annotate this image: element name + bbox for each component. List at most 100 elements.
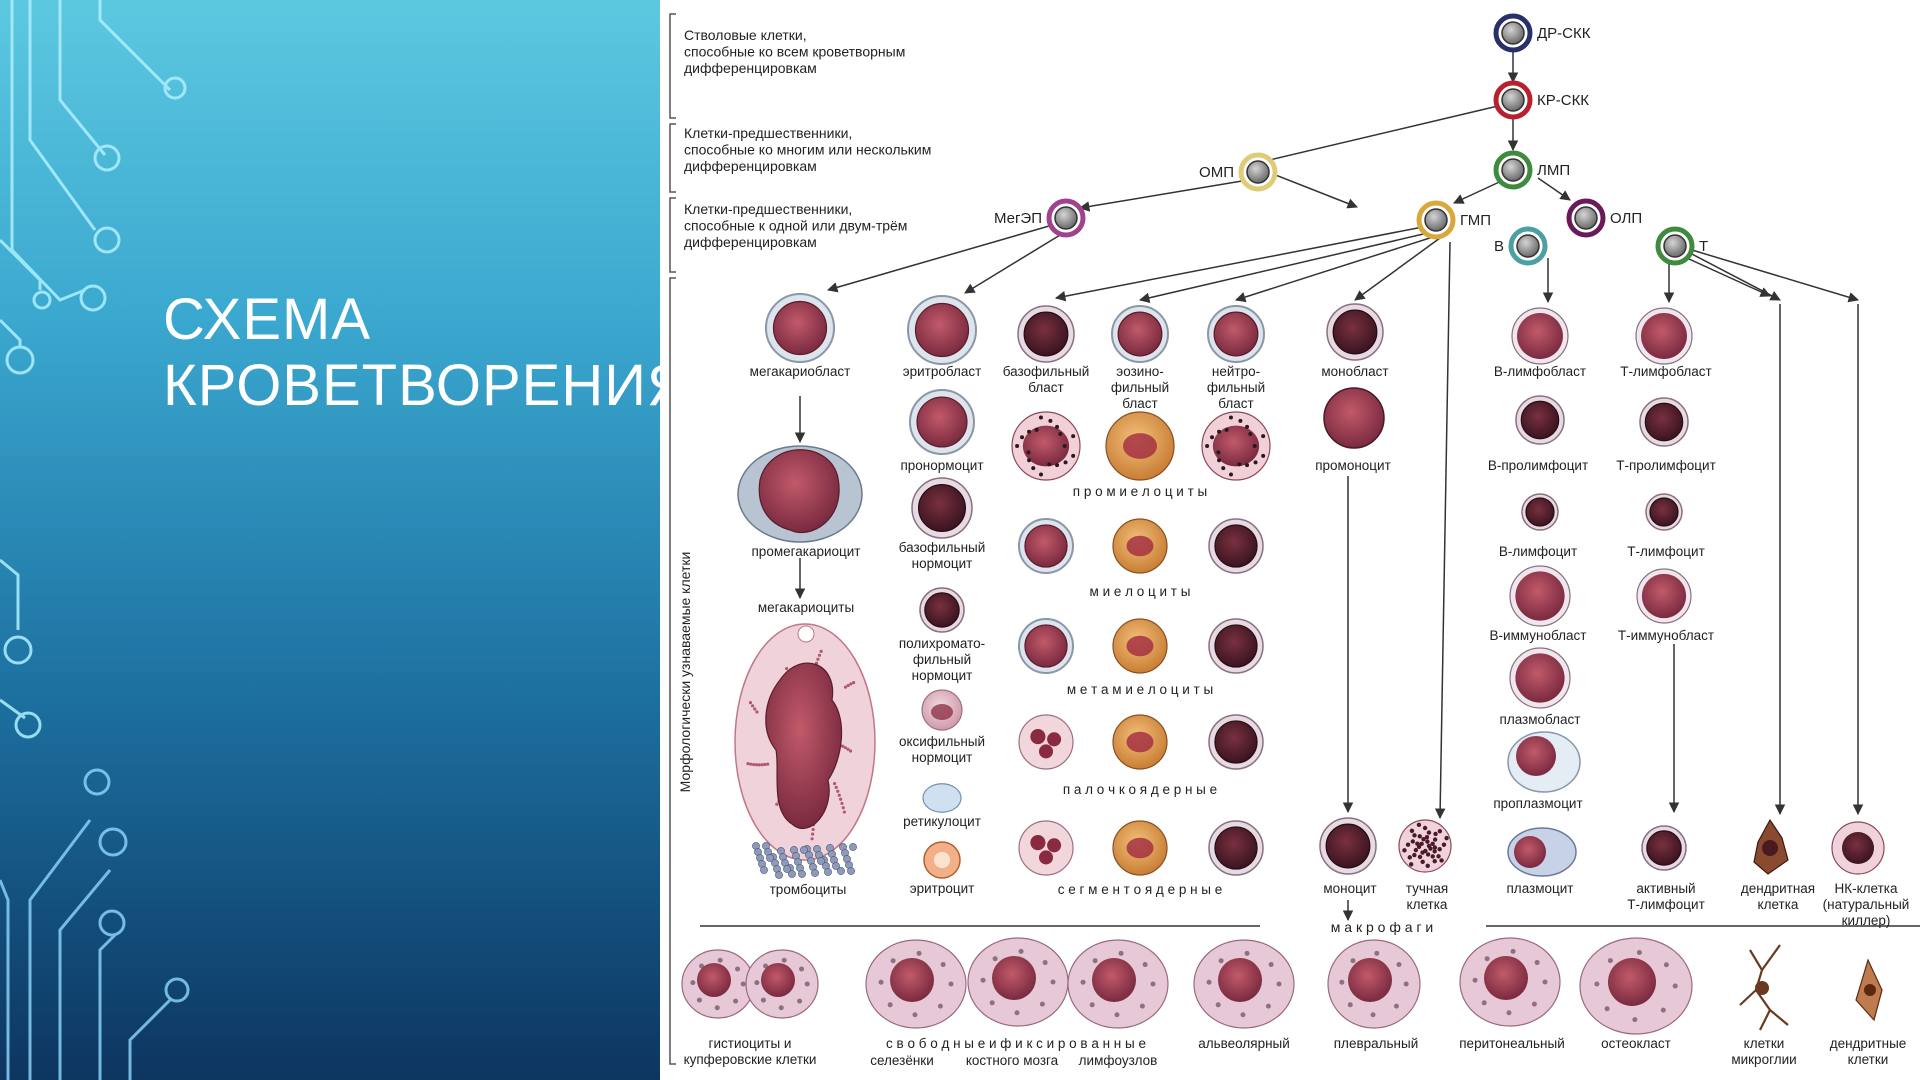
macrophage-peritoneal [1459,937,1561,1027]
legend-text-2: Клетки-предшественники,способные ко мног… [684,125,931,174]
diagram-canvas: Стволовые клетки,способные ко всем крове… [669,13,1920,1068]
pronormocyte-cell [909,389,975,455]
circuit-decoration [0,0,190,1080]
row-label-myelocytes: м и е л о ц и т ы [1090,584,1191,599]
granulocyte-r3-c2-cell [1112,618,1168,674]
promegakaryocyte-cell [737,445,863,543]
b-immunoblast-cell [1509,565,1571,627]
granulocyte-r1-c3-cell [1201,411,1271,481]
progenitor-label-b: В [1494,238,1504,255]
granulocyte-r4-c1-cell [1018,714,1074,770]
proplasmocyte-cell [1507,731,1581,793]
macrophage-label-bone-marrow: костного мозга [966,1053,1059,1068]
slide-title: СХЕМА КРОВЕТВОРЕНИЯ [163,287,660,419]
b-lymphocyte-cell [1521,493,1559,531]
macrophages-header: м а к р о ф а г и [1331,919,1433,935]
mast-cell [1398,819,1452,873]
label-b-lymphocyte: В-лимфоцит [1499,544,1577,559]
progenitor-omp: ОМП [1199,152,1278,192]
promonocyte-cell [1323,387,1385,449]
progenitor-nucleus [1574,206,1598,230]
row-label-band: п а л о ч к о я д е р н ы е [1063,782,1217,797]
reticulocyte-cell [922,783,962,813]
macrophage-label-alveolar: альвеолярный [1198,1036,1290,1051]
progenitor-megep: МегЭП [994,198,1086,238]
progenitor-krsk: КР-СКК [1493,80,1589,120]
macrophage-label-osteoclast: остеокласт [1601,1036,1671,1051]
granulocyte-r5-c1-cell [1018,820,1074,876]
progenitor-lmp: ЛМП [1493,150,1570,190]
dendritic-cell [1753,818,1789,875]
legend: Стволовые клетки,способные ко всем крове… [684,27,931,250]
granulocyte-r1-c2-cell [1105,411,1175,481]
monoblast-cell [1326,303,1384,361]
label-t-lymphoblast: Т-лимфобласт [1620,364,1712,379]
label-monoblast: монобласт [1321,364,1388,379]
label-megakaryoblast: мегакариобласт [750,364,851,379]
megakaryoblast-cell [765,293,835,363]
label-reticulocyte: ретикулоцит [903,814,981,829]
granulocyte-r4-c2-cell [1112,714,1168,770]
label-t-lymphocyte: Т-лимфоцит [1627,544,1705,559]
oxyphilic-normocyte-cell [921,689,963,731]
macrophage-bone-marrow [967,937,1069,1027]
megakaryocyte-cell [734,623,876,861]
progenitor-label-gmp: ГМП [1460,212,1491,229]
row-label-promyelocytes: п р о м и е л о ц и т ы [1073,484,1207,499]
macrophage-label-lymph-nodes: лимфоузлов [1079,1053,1158,1068]
progenitor-label-omp: ОМП [1199,164,1234,181]
nk-cell [1831,821,1885,875]
monocyte-cell [1319,817,1377,875]
progenitor-nucleus [1663,234,1687,258]
plasmoblast-cell [1509,647,1571,709]
macrophage-label-pleural: плевральный [1334,1036,1419,1051]
legend-text-3: Клетки-предшественники,способные к одной… [684,201,907,250]
granulocyte-r4-c3-cell [1208,714,1264,770]
neutrophilic-blast-cell [1207,305,1265,363]
cell-illustrations [734,293,1885,879]
progenitor-nucleus [1054,206,1078,230]
progenitor-label-olp: ОЛП [1610,210,1642,227]
label-megakaryocytes: мегакариоциты [758,600,854,615]
macrophage-label-peritoneal: перитонеальный [1459,1036,1565,1051]
basophilic-blast-cell [1017,305,1075,363]
label-thrombocytes: тромбоциты [770,882,847,897]
macrophage-pleural [1327,939,1421,1029]
b-prolymphocyte-cell [1515,395,1565,445]
progenitor-b: В [1494,226,1548,266]
label-t-prolymphocyte: Т-пролимфоцит [1616,458,1716,473]
progenitor-label-drsk: ДР-СКК [1537,25,1591,42]
macrophage-lymph-node [1067,939,1169,1029]
progenitor-label-t: Т [1699,238,1708,255]
vertical-label: Морфологически узнаваемые клетки [677,552,693,793]
label-b-immunoblast: В-иммунобласт [1490,628,1587,643]
row-label-segmented: с е г м е н т о я д е р н ы е [1058,882,1223,897]
macrophage-label-free-fixed: с в о б о д н ы е и ф и к с и р о в а н … [886,1036,1146,1051]
legend-brackets [669,13,676,1065]
progenitor-olp: ОЛП [1566,198,1642,238]
macrophage-spleen [865,939,967,1029]
legend-text-1: Стволовые клетки,способные ко всем крове… [684,27,905,76]
progenitor-gmp: ГМП [1416,200,1491,240]
progenitor-label-krsk: КР-СКК [1537,92,1589,109]
progenitor-nucleus [1516,234,1540,258]
macrophage-microglia [1739,944,1789,1031]
row-labels: п р о м и е л о ц и т ы м и е л о ц и т ы… [1058,484,1223,897]
progenitor-nucleus [1501,21,1525,45]
title-panel: СХЕМА КРОВЕТВОРЕНИЯ [0,0,660,1080]
t-immunoblast-cell [1636,568,1692,624]
hematopoiesis-diagram: Стволовые клетки,способные ко всем крове… [660,0,1920,1080]
progenitor-nucleus [1424,208,1448,232]
label-b-prolymphocyte: В-пролимфоцит [1488,458,1588,473]
label-proplasmocyte: проплазмоцит [1493,796,1582,811]
label-t-immunoblast: Т-иммунобласт [1618,628,1714,643]
granulocyte-r5-c2-cell [1112,820,1168,876]
granulocyte-r3-c1-cell [1018,618,1074,674]
